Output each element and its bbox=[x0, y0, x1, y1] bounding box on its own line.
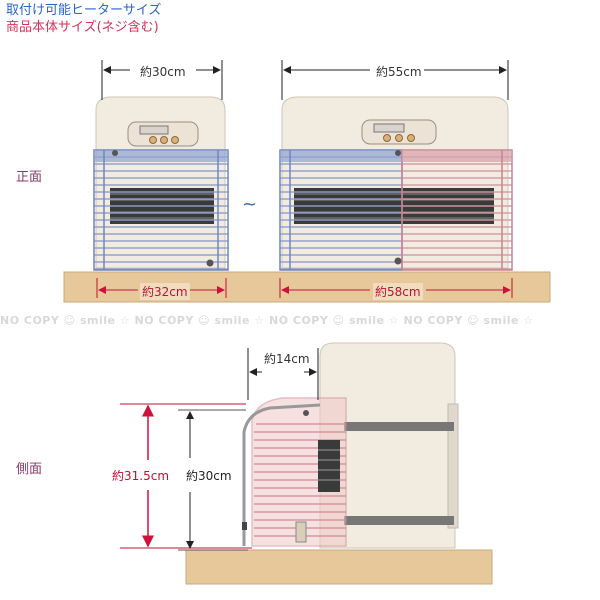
small-heater bbox=[93, 96, 229, 271]
large-heater bbox=[279, 96, 513, 271]
front-view-label: 正面 bbox=[16, 170, 43, 185]
side-dimension-lines bbox=[120, 348, 319, 551]
watermark: NO COPY ☺ smile ☆ NO COPY ☺ smile ☆ NO C… bbox=[0, 314, 534, 327]
heater-height-label: 約30cm bbox=[186, 467, 232, 484]
title: 取付け可能ヒーターサイズ bbox=[6, 3, 162, 18]
subtitle: 商品本体サイズ(ネジ含む) bbox=[6, 20, 159, 35]
large-guard-width-label: 約58cm bbox=[373, 283, 423, 300]
small-guard-width-label: 約32cm bbox=[140, 283, 190, 300]
small-heater-width-label: 約30cm bbox=[138, 63, 188, 80]
side-floor bbox=[185, 549, 493, 585]
depth-label: 約14cm bbox=[262, 350, 312, 367]
front-floor bbox=[63, 271, 551, 303]
side-view-label: 側面 bbox=[16, 462, 43, 477]
range-tilde: ~ bbox=[242, 194, 258, 215]
large-heater-width-label: 約55cm bbox=[374, 63, 424, 80]
side-heater bbox=[242, 342, 459, 549]
guard-height-label: 約31.5cm bbox=[112, 467, 170, 484]
front-dimension-lines bbox=[96, 60, 513, 298]
